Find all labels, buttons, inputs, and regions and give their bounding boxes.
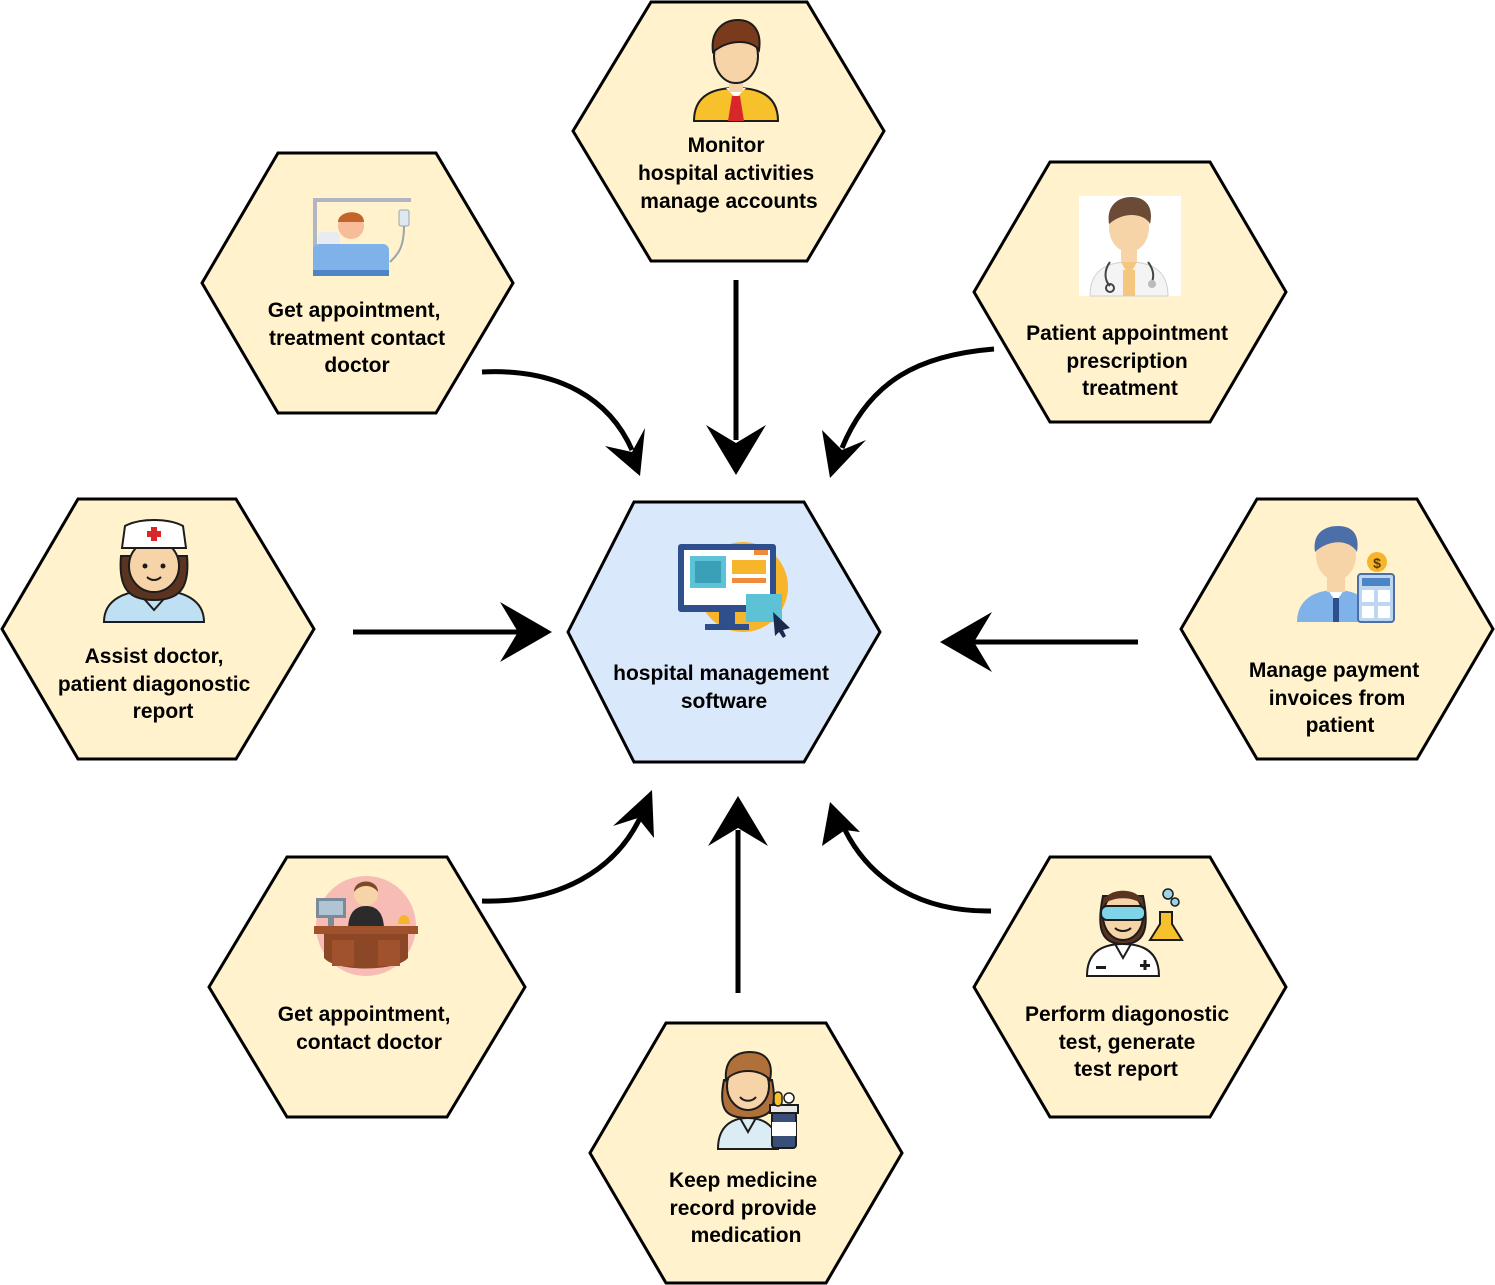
role-pharmacist: Keep medicine record provide medication <box>588 1021 904 1285</box>
arrowhead-admin <box>706 425 766 475</box>
role-doctor: Patient appointment prescription treatme… <box>972 160 1288 424</box>
computer-monitor-icon <box>678 542 790 638</box>
role-label: Manage payment invoices from patient <box>1249 659 1425 737</box>
role-hexagon <box>200 151 515 415</box>
lab-technician-icon <box>1085 888 1184 977</box>
arrowhead-patient <box>605 428 645 476</box>
doctor-icon <box>1079 196 1181 297</box>
arrowhead-receptionist <box>613 790 654 838</box>
role-label: Keep medicine record provide medication <box>669 1169 823 1247</box>
role-label: Perform diagonostic test, generate test … <box>1025 1003 1235 1081</box>
arrow-lab-to-center <box>842 828 992 914</box>
role-label: Get appointment, contact doctor <box>278 1003 457 1054</box>
role-hexagon <box>972 855 1288 1119</box>
role-receptionist: Get appointment, contact doctor <box>207 855 527 1119</box>
patient-in-bed-icon <box>313 198 411 276</box>
svg-text:$: $ <box>1373 555 1381 571</box>
arrows <box>353 280 1138 993</box>
role-lab-technician: Perform diagonostic test, generate test … <box>972 855 1288 1119</box>
arrowhead-lab <box>822 802 860 846</box>
role-accountant: $ Manage payment invoices from patient <box>1179 497 1495 761</box>
center-label: hospital management software <box>613 662 835 713</box>
arrow-receptionist-to-center <box>481 816 643 904</box>
arrowhead-doctor <box>822 430 866 478</box>
role-patient: Get appointment, treatment contact docto… <box>200 151 515 415</box>
role-hexagon <box>588 1021 904 1285</box>
role-label: Assist doctor, patient diagonostic repor… <box>58 645 256 723</box>
center-hexagon <box>566 500 882 764</box>
role-hexagon <box>0 497 316 761</box>
accountant-icon: $ <box>1297 526 1395 623</box>
role-label: Monitor hospital activities manage accou… <box>638 134 820 213</box>
nurse-icon <box>102 519 206 623</box>
role-label: Patient appointment prescription treatme… <box>1026 322 1234 400</box>
role-admin: Monitor hospital activities manage accou… <box>571 0 886 263</box>
arrowhead-pharmacist <box>708 796 768 846</box>
role-hexagon <box>571 0 886 263</box>
center-node: hospital management software <box>566 500 882 764</box>
receptionist-icon <box>314 876 418 976</box>
role-hexagon <box>207 855 527 1119</box>
arrow-patient-to-center <box>481 369 635 452</box>
role-nurse: Assist doctor, patient diagonostic repor… <box>0 497 316 761</box>
role-label: Get appointment, treatment contact docto… <box>268 299 451 377</box>
arrow-doctor-to-center <box>839 346 995 449</box>
administrator-icon <box>692 18 780 122</box>
pharmacist-icon <box>716 1050 799 1150</box>
arrowhead-accountant <box>940 612 992 672</box>
arrowhead-nurse <box>500 602 552 662</box>
role-hexagon <box>1179 497 1495 761</box>
